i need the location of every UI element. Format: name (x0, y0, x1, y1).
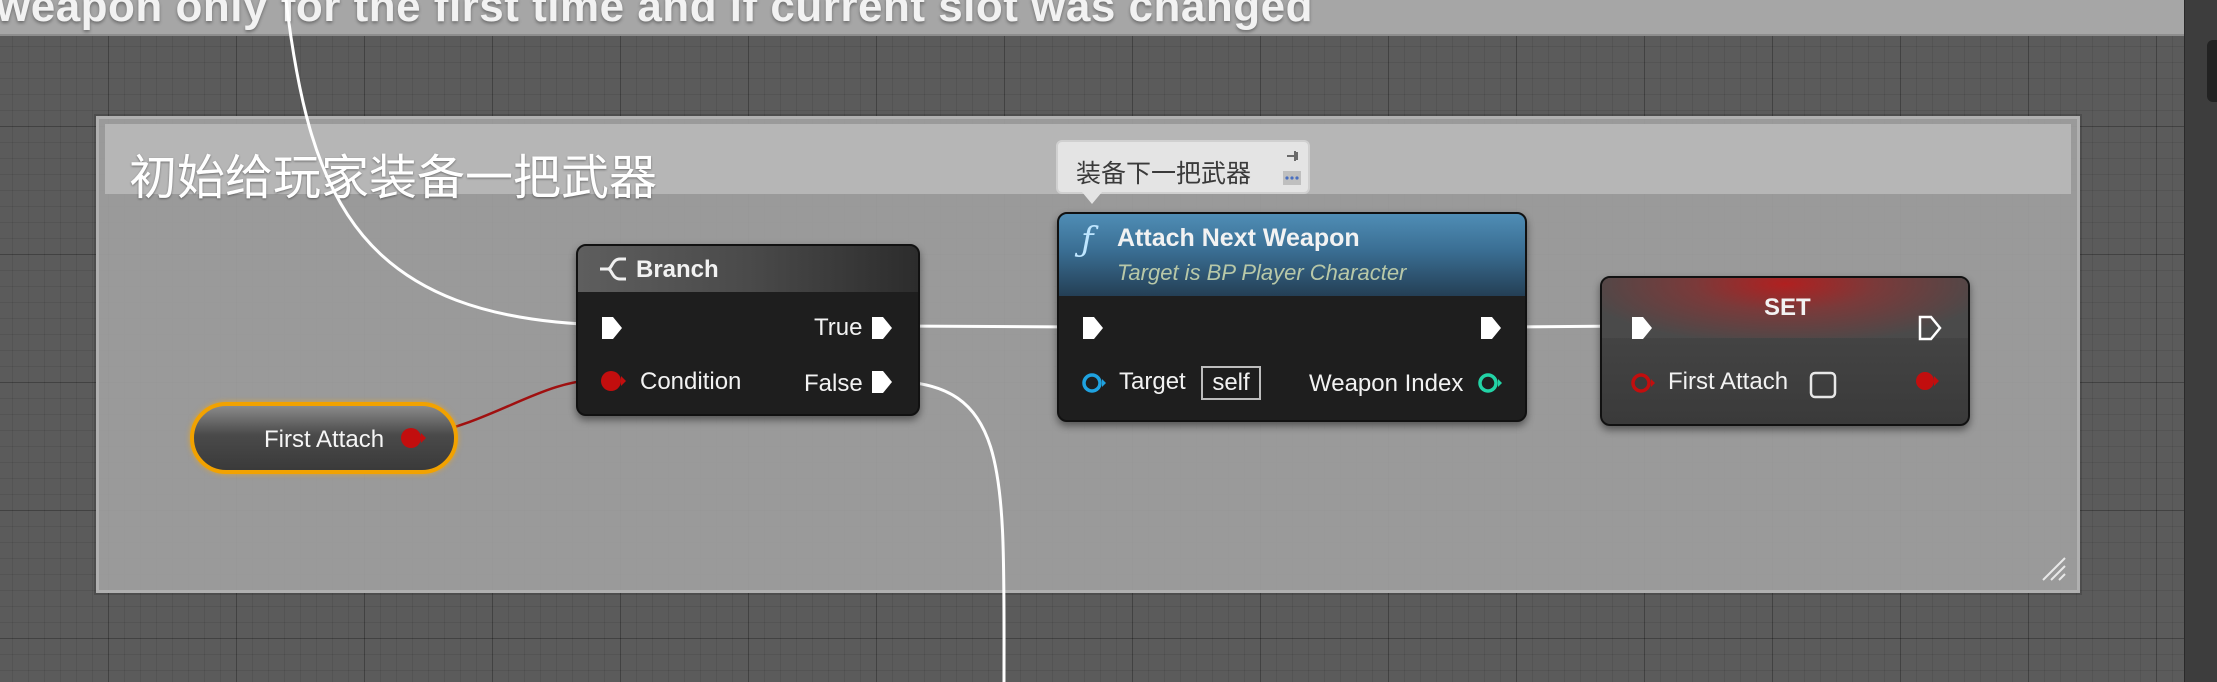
weapon-index-label: Weapon Index (1309, 370, 1464, 397)
branch-title: Branch (636, 256, 719, 283)
exec-pin-icon[interactable] (600, 314, 624, 342)
pin-icon[interactable] (1284, 148, 1300, 164)
bool-pin-icon[interactable] (600, 368, 626, 394)
set-header[interactable] (1602, 278, 1968, 338)
more-icon[interactable] (1282, 170, 1302, 186)
target-label: Target (1119, 368, 1186, 395)
bool-pin-icon[interactable] (1630, 370, 1656, 396)
checkbox-icon[interactable] (1808, 370, 1838, 400)
scrollbar-thumb[interactable] (2207, 40, 2217, 102)
first-attach-variable-node[interactable]: First Attach (190, 402, 458, 474)
function-icon: ƒ (1081, 220, 1094, 260)
set-title: SET (1764, 294, 1811, 321)
bool-pin-icon[interactable] (1914, 368, 1940, 394)
exec-pin-icon[interactable] (1081, 314, 1105, 342)
branch-header[interactable] (578, 246, 918, 292)
int-pin-icon[interactable] (1477, 370, 1503, 396)
top-comment-box[interactable]: weapon only for the first time and if cu… (0, 0, 2184, 36)
node-comment-bubble[interactable]: 装备下一把武器 (1056, 140, 1310, 204)
first-attach-pin-label: First Attach (1668, 368, 1789, 395)
attach-header[interactable] (1059, 214, 1525, 296)
branch-node[interactable]: Branch True Condition False (576, 244, 920, 416)
true-label: True (814, 314, 863, 341)
var-label: First Attach (264, 426, 385, 453)
exec-pin-icon[interactable] (870, 314, 894, 342)
bool-pin-icon[interactable] (400, 425, 426, 451)
top-comment-text: weapon only for the first time and if cu… (0, 0, 1313, 31)
object-pin-icon[interactable] (1081, 370, 1107, 396)
comment-title: 初始给玩家装备一把武器 (129, 152, 658, 205)
false-label: False (804, 370, 863, 397)
branch-icon (600, 257, 626, 281)
attach-title: Attach Next Weapon (1117, 224, 1360, 252)
tooltip-tail (1082, 192, 1102, 204)
exec-pin-icon[interactable] (1630, 314, 1654, 342)
set-node[interactable]: SET First Attach (1600, 276, 1970, 426)
exec-pin-icon[interactable] (1479, 314, 1503, 342)
condition-label: Condition (640, 368, 742, 395)
vertical-scrollbar[interactable] (2184, 0, 2217, 682)
exec-pin-icon[interactable] (870, 368, 894, 396)
exec-pin-icon[interactable] (1918, 314, 1942, 342)
target-value-field[interactable]: self (1201, 366, 1261, 400)
attach-next-weapon-node[interactable]: ƒ Attach Next Weapon Target is BP Player… (1057, 212, 1527, 422)
resize-icon[interactable] (2041, 556, 2067, 582)
attach-subtitle: Target is BP Player Character (1117, 260, 1407, 285)
tooltip-text: 装备下一把武器 (1076, 160, 1252, 188)
